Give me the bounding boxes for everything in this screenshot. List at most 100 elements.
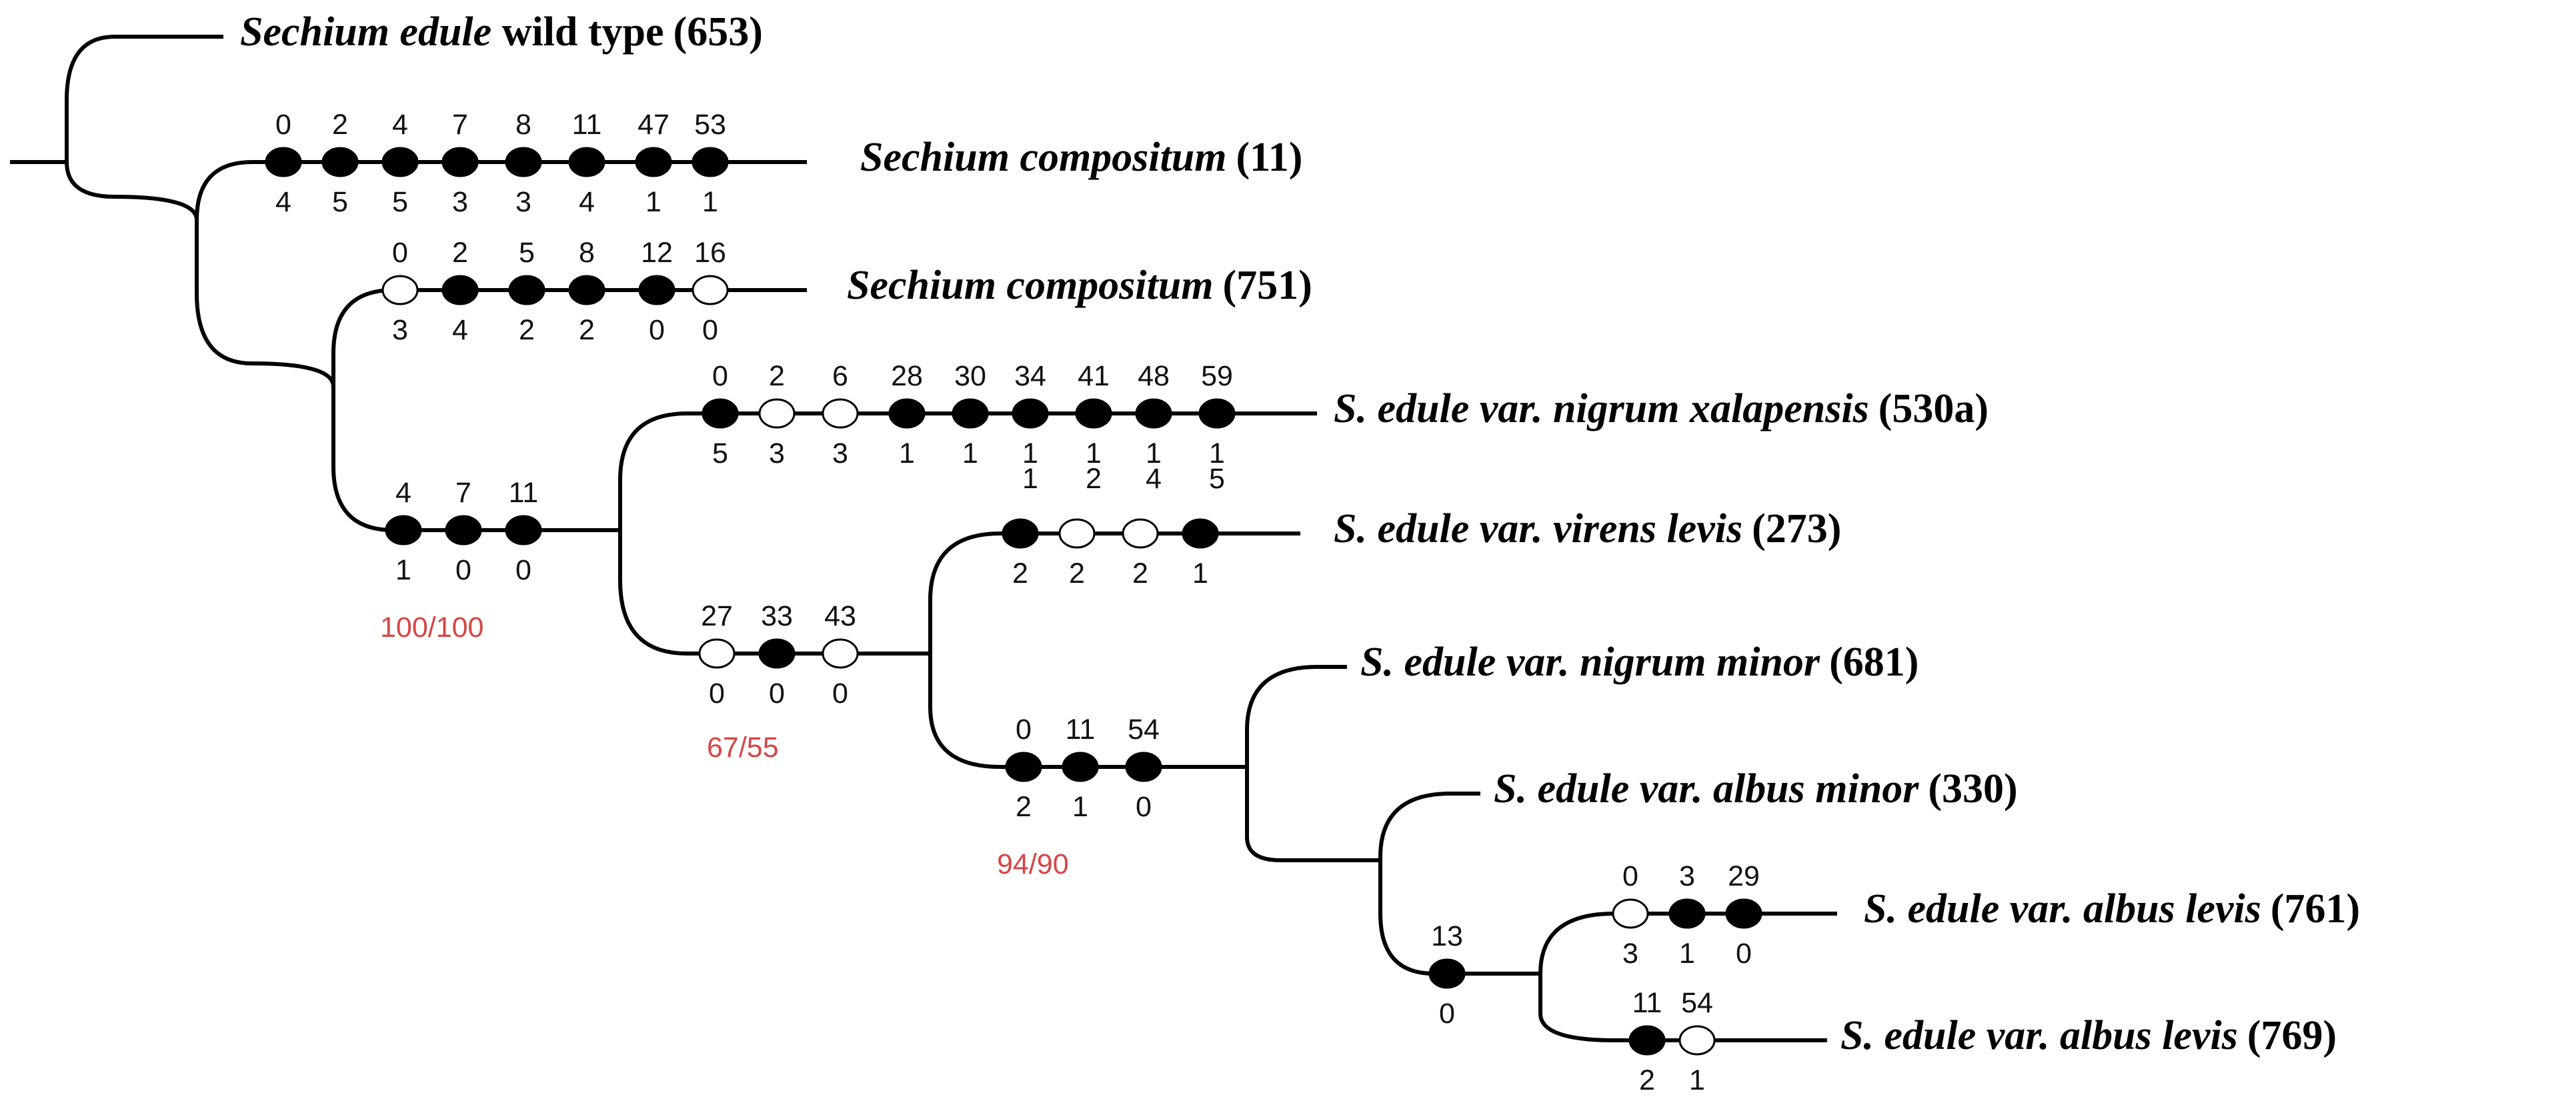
- character-number: 8: [579, 237, 595, 269]
- character-state: 5: [332, 186, 348, 218]
- support-node-a: 100/100: [380, 612, 483, 644]
- filled-state-dot: [1062, 752, 1099, 782]
- filled-state-dot: [1125, 752, 1162, 782]
- character-marker-b11-4: 83: [505, 109, 542, 218]
- character-number: 2: [769, 360, 785, 392]
- character-state: 3: [515, 186, 531, 218]
- filled-state-dot: [635, 147, 672, 177]
- taxon-11-code: (11): [1236, 135, 1302, 180]
- character-number: 0: [392, 237, 408, 269]
- character-state: 4: [452, 314, 468, 346]
- character-marker-bE-0: 130: [1428, 920, 1466, 1030]
- character-state: 1: [1146, 437, 1162, 469]
- character-marker-b11-0: 04: [265, 109, 302, 218]
- taxon-769: S. edule var. albus levis(769): [1840, 1013, 2337, 1058]
- character-state: 1: [899, 437, 915, 469]
- character-state: 0: [1136, 791, 1152, 823]
- character-state: 2: [519, 314, 535, 346]
- character-marker-b761-0: 03: [1612, 860, 1649, 970]
- filled-state-dot: [321, 147, 359, 177]
- character-state: 1: [395, 554, 411, 586]
- filled-state-dot: [1135, 398, 1172, 429]
- open-state-dot: [758, 398, 796, 429]
- character-number: 2: [452, 237, 468, 269]
- taxon-273: S. edule var. virens levis(273): [1334, 506, 1841, 551]
- filled-state-dot: [568, 275, 605, 305]
- character-state: 3: [392, 314, 408, 346]
- character-marker-b751-2: 52: [508, 237, 545, 346]
- filled-state-dot: [1005, 752, 1042, 782]
- character-marker-bA-2: 110: [505, 477, 542, 586]
- taxon-653: Sechium edule wild type(653): [240, 9, 763, 55]
- node-root-arc: [65, 35, 115, 199]
- character-number: 0: [275, 109, 291, 141]
- character-marker-bB-1: 330: [758, 600, 796, 710]
- filled-state-dot: [888, 398, 926, 429]
- filled-state-dot: [441, 275, 479, 305]
- character-state: 2: [1069, 558, 1085, 590]
- character-number: 28: [891, 360, 923, 392]
- character-marker-bA-1: 70: [445, 477, 482, 586]
- character-marker-b530a-3: 28 1: [888, 360, 926, 469]
- support-node-b: 67/55: [707, 732, 779, 764]
- character-marker-b273-1: 2: [1058, 518, 1096, 590]
- filled-state-dot: [758, 638, 796, 669]
- character-marker-b751-4: 120: [638, 237, 676, 346]
- filled-state-dot: [1182, 518, 1219, 549]
- node-2-arc: [195, 160, 253, 365]
- taxon-labels: Sechium edule wild type(653) Sechium com…: [240, 9, 2360, 1058]
- character-number: 3: [1679, 860, 1695, 892]
- taxon-769-code: (769): [2247, 1013, 2337, 1058]
- filled-state-dot: [265, 147, 302, 177]
- filled-state-dot: [441, 147, 479, 177]
- filled-state-dot: [1198, 398, 1236, 429]
- character-marker-b11-2: 45: [381, 109, 419, 218]
- node-2-stem: [114, 195, 199, 221]
- open-state-dot: [1058, 518, 1096, 549]
- character-state: 3: [832, 437, 848, 469]
- character-number: 47: [637, 109, 670, 141]
- node-A-arc: [618, 411, 688, 656]
- character-number: 5: [519, 237, 535, 269]
- character-number: 4: [392, 109, 408, 141]
- open-state-dot: [381, 275, 419, 305]
- character-marker-b11-7: 531: [692, 109, 729, 218]
- open-state-dot: [692, 275, 729, 305]
- character-number: 48: [1138, 360, 1170, 392]
- character-marker-b530a-0: 05: [702, 360, 739, 469]
- character-marker-b751-3: 82: [568, 237, 605, 346]
- taxon-761-code: (761): [2271, 886, 2360, 932]
- node-D-arc: [1378, 792, 1451, 976]
- node-3-arc: [331, 288, 394, 532]
- character-marker-bB-0: 270: [698, 600, 736, 710]
- filled-state-dot: [1628, 1025, 1666, 1056]
- character-number: 16: [694, 237, 726, 269]
- filled-state-dot: [1012, 398, 1049, 429]
- character-state: 3: [1622, 938, 1638, 970]
- character-markers: 0425457383114471531032452821201604170110…: [265, 109, 1762, 1096]
- character-state: 1: [1072, 791, 1088, 823]
- character-number: 7: [452, 109, 468, 141]
- filled-state-dot: [508, 275, 545, 305]
- character-state: 4: [579, 186, 595, 218]
- character-state: 1: [1689, 1064, 1705, 1096]
- character-number: 2: [332, 109, 348, 141]
- character-state: 5: [1209, 463, 1225, 495]
- character-marker-b273-0: 2: [1002, 518, 1039, 590]
- open-state-dot: [1678, 1025, 1716, 1056]
- filled-state-dot: [1725, 898, 1762, 929]
- filled-state-dot: [568, 147, 605, 177]
- taxon-751-code: (751): [1222, 263, 1312, 308]
- character-number: 59: [1201, 360, 1233, 392]
- filled-state-dot: [505, 147, 542, 177]
- character-marker-bA-0: 41: [385, 477, 422, 586]
- character-state: 2: [579, 314, 595, 346]
- filled-state-dot: [445, 515, 482, 545]
- character-state: 1: [1022, 463, 1038, 495]
- character-marker-b273-2: 2: [1122, 518, 1159, 590]
- character-state: 1: [1022, 437, 1038, 469]
- character-marker-b751-1: 24: [441, 237, 479, 346]
- taxon-761: S. edule var. albus levis(761): [1864, 886, 2360, 932]
